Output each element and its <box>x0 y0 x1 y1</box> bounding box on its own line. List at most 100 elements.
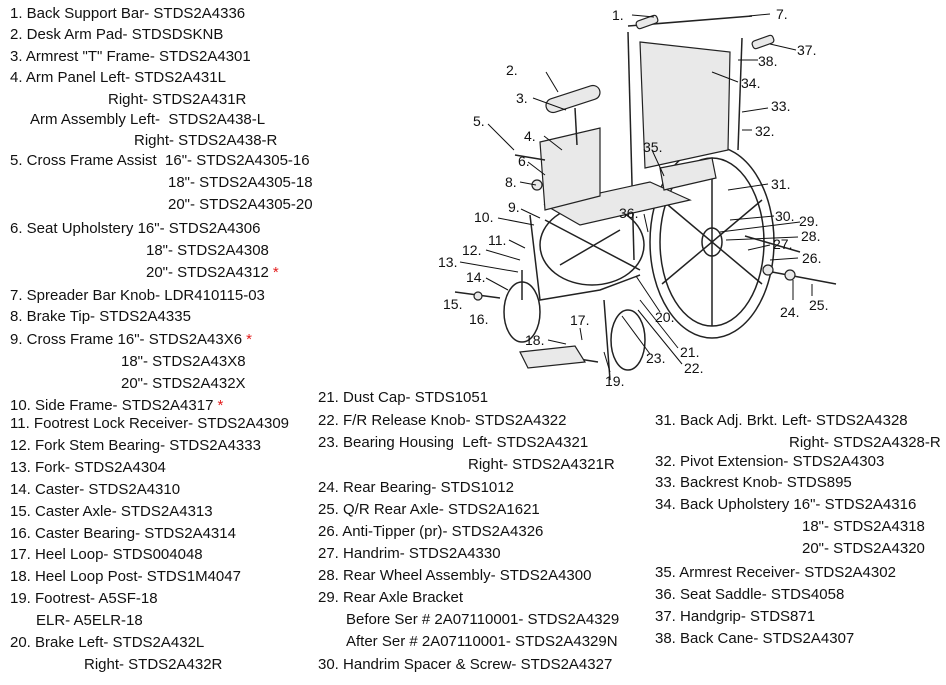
armrest-t-frame <box>574 107 578 146</box>
leader-line <box>741 107 769 113</box>
leader-line <box>651 149 665 177</box>
callout-37: 37. <box>797 42 816 58</box>
part-line: 23. Bearing Housing Left- STDS2A4321 <box>318 434 589 451</box>
part-line: 1. Back Support Bar- STDS2A4336 <box>10 5 246 22</box>
callout-27: 27. <box>773 236 792 252</box>
leader-line <box>719 221 801 233</box>
callout-12: 12. <box>462 242 481 258</box>
callout-26: 26. <box>802 250 821 266</box>
front-caster-right <box>610 309 646 371</box>
part-line: 6. Seat Upholstery 16"- STDS2A4306 <box>10 220 261 237</box>
asterisk-mark: * <box>272 264 279 281</box>
leader-line <box>547 339 567 345</box>
wheelchair-drawing <box>454 14 837 381</box>
callout-25: 25. <box>809 297 828 313</box>
callout-4: 4. <box>524 128 536 144</box>
leader-line <box>747 244 771 251</box>
leader-line <box>711 71 739 83</box>
callout-21: 21. <box>680 344 699 360</box>
part-line: 20"- STDS2A432X <box>121 375 246 392</box>
rear-bearing <box>784 269 796 281</box>
asterisk-mark: * <box>217 397 224 414</box>
callout-15: 15. <box>443 296 462 312</box>
seat-upholstery <box>543 181 692 226</box>
q-r-rear-axle <box>771 271 837 285</box>
leader-line <box>485 277 509 291</box>
part-line: 4. Arm Panel Left- STDS2A431L <box>10 69 226 86</box>
brake-tip <box>531 179 543 191</box>
callout-1: 1. <box>612 7 624 23</box>
leader-lines <box>459 13 813 373</box>
part-line: 19. Footrest- A5SF-18 <box>10 590 158 607</box>
callout-14: 14. <box>466 269 485 285</box>
footplate <box>519 345 587 369</box>
callout-13: 13. <box>438 254 457 270</box>
callout-20: 20. <box>655 309 674 325</box>
callout-2: 2. <box>506 62 518 78</box>
armrest-right <box>659 157 717 191</box>
handgrip <box>751 34 775 50</box>
leader-line <box>637 309 683 365</box>
callout-8: 8. <box>505 174 517 190</box>
part-line: 14. Caster- STDS2A4310 <box>10 481 181 498</box>
leader-line <box>769 257 799 261</box>
leader-line <box>639 299 679 349</box>
part-line: 13. Fork- STDS2A4304 <box>10 459 166 476</box>
part-line: Right- STDS2A438-R <box>134 132 278 149</box>
part-line: 17. Heel Loop- STDS004048 <box>10 546 203 563</box>
part-line: 34. Back Upholstery 16"- STDS2A4316 <box>655 496 917 513</box>
callout-30: 30. <box>775 208 794 224</box>
asterisk-mark: * <box>246 331 252 348</box>
part-line: After Ser # 2A07110001- STDS2A4329N <box>346 633 618 650</box>
part-line: 18"- STDS2A4318 <box>802 518 925 535</box>
leader-line <box>485 249 521 261</box>
part-line: 8. Brake Tip- STDS2A4335 <box>10 308 191 325</box>
rear-spoke <box>661 199 763 285</box>
callout-33: 33. <box>771 98 790 114</box>
callout-31: 31. <box>771 176 790 192</box>
leader-line <box>459 261 519 273</box>
back-cane-left <box>627 31 635 261</box>
handgrip <box>635 14 659 30</box>
leader-line <box>487 123 515 151</box>
leader-line <box>497 217 535 226</box>
part-line: 12. Fork Stem Bearing- STDS2A4333 <box>10 437 261 454</box>
callout-17: 17. <box>570 312 589 328</box>
part-line: Before Ser # 2A07110001- STDS2A4329 <box>346 611 620 628</box>
leader-line <box>543 135 563 151</box>
callout-36: 36. <box>619 205 638 221</box>
spacer <box>762 264 774 276</box>
callout-38: 38. <box>758 53 777 69</box>
part-line: 20. Brake Left- STDS2A432L <box>10 634 205 651</box>
leader-line <box>545 71 559 93</box>
callout-3: 3. <box>516 90 528 106</box>
desk-arm-pad <box>545 84 601 114</box>
part-line: 22. F/R Release Knob- STDS2A4322 <box>318 412 567 429</box>
leader-line <box>603 351 611 373</box>
leader-line <box>532 97 567 111</box>
part-line: 9. Cross Frame 16"- STDS2A43X6* <box>10 331 252 348</box>
callout-7: 7. <box>776 6 788 22</box>
callout-18: 18. <box>525 332 544 348</box>
part-line: 18"- STDS2A4305-18 <box>168 174 313 191</box>
callout-32: 32. <box>755 123 774 139</box>
callout-9: 9. <box>508 199 520 215</box>
part-line: 28. Rear Wheel Assembly- STDS2A4300 <box>318 567 592 584</box>
leader-line <box>520 208 541 219</box>
callout-19: 19. <box>605 373 624 389</box>
part-line: 10. Side Frame- STDS2A4317* <box>10 397 224 414</box>
part-line: 18. Heel Loop Post- STDS1M4047 <box>10 568 241 585</box>
side-frame <box>529 214 641 301</box>
part-line: 15. Caster Axle- STDS2A4313 <box>10 503 213 520</box>
leader-line <box>635 275 661 313</box>
callout-29: 29. <box>799 213 818 229</box>
leader-line <box>631 14 655 18</box>
part-line: 20"- STDS2A4305-20 <box>168 196 313 213</box>
leader-line <box>643 213 649 233</box>
leader-line <box>508 239 526 249</box>
cross-frame <box>544 219 641 271</box>
part-line: 21. Dust Cap- STDS1051 <box>318 389 489 406</box>
part-line: 18"- STDS2A43X8 <box>121 353 246 370</box>
callout-16: 16. <box>469 311 488 327</box>
